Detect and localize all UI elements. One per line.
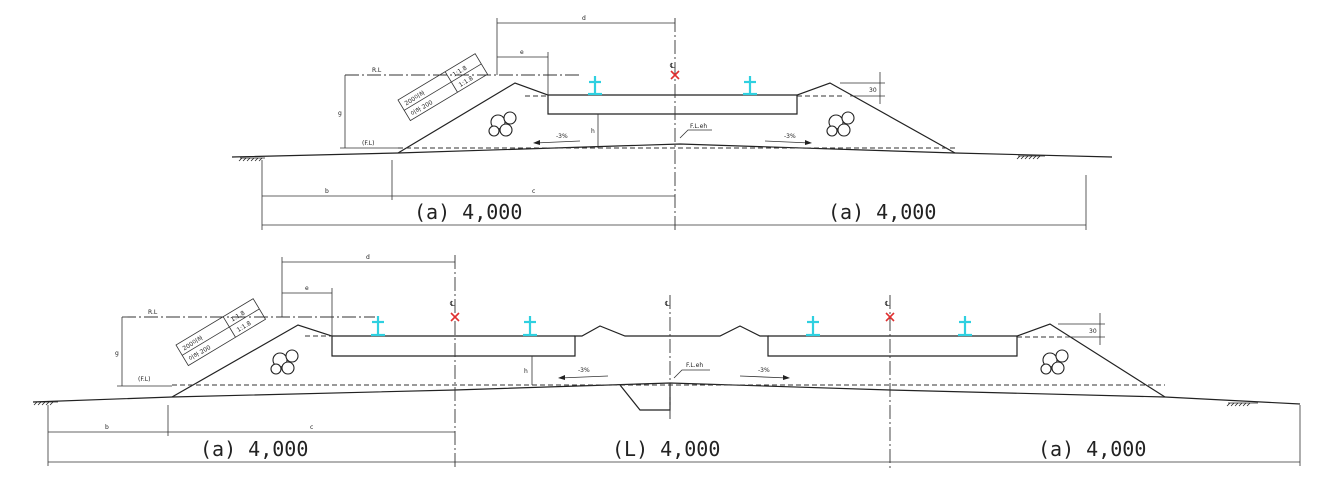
- span-label: (a) 4,000: [1038, 437, 1146, 461]
- slope-label-right: -3%: [784, 133, 796, 140]
- dim-c: c: [532, 188, 535, 195]
- ballast-stone-icon: [1040, 349, 1069, 375]
- span-label: (a) 4,000: [414, 200, 522, 224]
- dim-d: d: [582, 15, 586, 22]
- ballast-stone-icon: [270, 349, 299, 375]
- centerline-symbol: ℄: [670, 62, 675, 70]
- slope-label-left: -3%: [556, 133, 568, 140]
- dim-30: 30: [869, 87, 877, 94]
- rail-icon: [806, 316, 820, 337]
- ballast-stone-icon: [826, 111, 855, 137]
- ballast-stone-icon: [488, 111, 517, 137]
- center-ditch: [619, 383, 671, 411]
- ground-hatch-icon: [1016, 155, 1045, 160]
- fl-label: (F.L): [362, 140, 374, 147]
- span-label: (L) 4,000: [612, 437, 720, 461]
- centerline-symbol: ℄: [450, 300, 455, 308]
- fl-label: (F.L): [138, 376, 150, 383]
- slope-arrow-left: [534, 140, 581, 144]
- double-track-section: -3% -3% F.L.eh ℄ ℄ ℄: [32, 254, 1301, 470]
- slope-table: 200이하 1:1.8 이하 200 1:1.8: [397, 53, 489, 122]
- rl-label: R.L: [372, 67, 382, 74]
- span-label: (a) 4,000: [828, 200, 936, 224]
- rail-icon: [958, 316, 972, 337]
- embankment-outline: [397, 82, 956, 154]
- centerline-symbol: ℄: [885, 300, 890, 308]
- dim-d: d: [366, 254, 370, 261]
- slope-table: 200이하 1:1.8 이하 200 1:1.8: [175, 298, 267, 367]
- dim-b: b: [105, 424, 109, 431]
- dim-e: e: [520, 49, 524, 56]
- rl-label: R.L: [148, 309, 158, 316]
- slope-arrow-right: [764, 140, 811, 144]
- embankment-outline: [171, 323, 1166, 398]
- rail-icon: [523, 316, 537, 337]
- track-center-x-icon: [670, 70, 680, 80]
- dim-c: c: [310, 424, 313, 431]
- ground-line: [32, 382, 1301, 405]
- ground-line: [231, 143, 1113, 158]
- slope-label-left: -3%: [578, 367, 590, 374]
- ground-hatch-icon: [1226, 402, 1258, 407]
- dim-g: g: [338, 110, 342, 117]
- dim-h: h: [591, 128, 595, 135]
- slope-label-right: -3%: [758, 367, 770, 374]
- dim-e: e: [305, 285, 309, 292]
- rail-icon: [371, 316, 385, 337]
- ground-hatch-icon: [33, 401, 58, 406]
- span-label: (a) 4,000: [200, 437, 308, 461]
- rail-icon: [588, 76, 602, 96]
- ground-hatch-icon: [238, 157, 265, 162]
- dim-h: h: [524, 368, 528, 375]
- dim-30: 30: [1089, 328, 1097, 335]
- rail-icon: [743, 76, 757, 96]
- centerline-symbol: ℄: [665, 300, 670, 308]
- fleh-label: F.L.eh: [690, 123, 707, 130]
- fleh-label: F.L.eh: [686, 362, 703, 369]
- single-track-section: -3% -3% F.L.eh ℄ 200이하 1:1.: [231, 15, 1113, 230]
- track-center-x-icon: [450, 312, 460, 322]
- track-center-x-icon: [885, 312, 895, 322]
- dim-g: g: [115, 350, 119, 357]
- dim-b: b: [325, 188, 329, 195]
